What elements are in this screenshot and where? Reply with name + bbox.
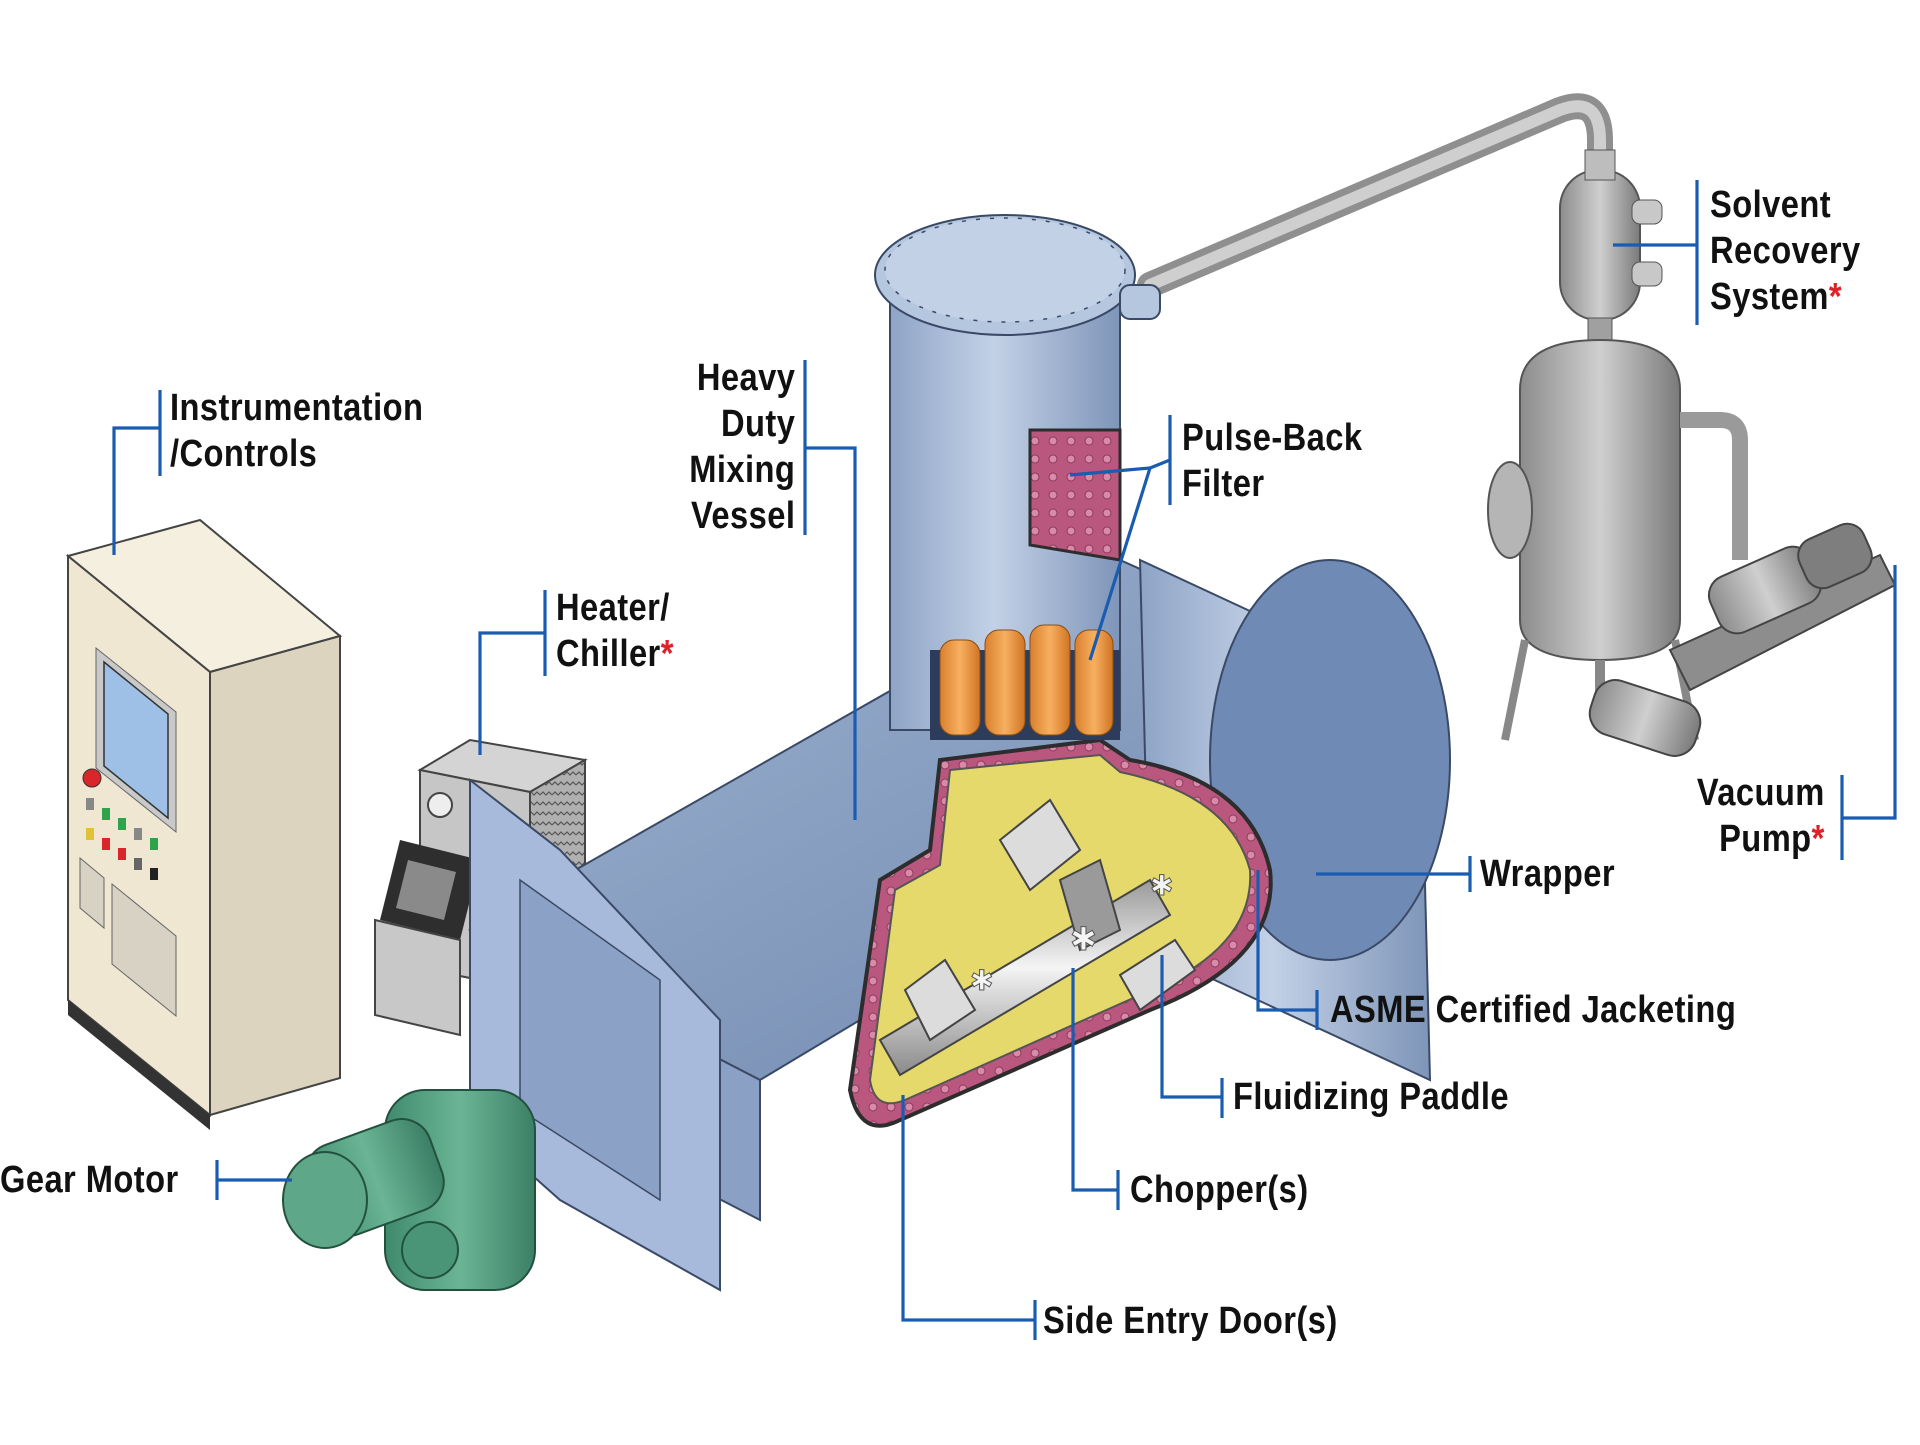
control-cabinet bbox=[65, 518, 343, 1130]
label-line: Pulse-Back bbox=[1182, 417, 1363, 459]
svg-text:✱: ✱ bbox=[970, 964, 993, 997]
asterisk-icon: * bbox=[660, 633, 674, 675]
filter-bags bbox=[939, 624, 1114, 736]
vacuum-pump-skid bbox=[1588, 522, 1897, 757]
label-line: Duty bbox=[720, 403, 795, 445]
leader-lines bbox=[112, 180, 1897, 1340]
label-pulse-back-filter: Pulse-Back Filter bbox=[1182, 415, 1363, 507]
svg-text:✱: ✱ bbox=[1070, 920, 1097, 958]
label-line: Chiller* bbox=[556, 631, 674, 677]
solvent-recovery-condenser bbox=[1559, 149, 1663, 347]
vapor-pipe bbox=[1137, 93, 1613, 298]
label-line: Fluidizing Paddle bbox=[1233, 1076, 1510, 1118]
label-gear-motor: Gear Motor bbox=[0, 1157, 179, 1203]
label-line: Gear Motor bbox=[0, 1159, 179, 1201]
control-buttons bbox=[86, 798, 158, 880]
label-line: Vessel bbox=[690, 495, 795, 537]
label-line: Heavy bbox=[696, 357, 795, 399]
filter-housing bbox=[874, 214, 1161, 740]
label-line: /Controls bbox=[170, 433, 318, 475]
label-line: System* bbox=[1710, 274, 1861, 320]
svg-text:✱: ✱ bbox=[1150, 869, 1173, 902]
label-asme-certified-jacketing: ASME Certified Jacketing bbox=[1330, 987, 1736, 1033]
label-instrumentation-controls: Instrumentation /Controls bbox=[170, 385, 423, 477]
label-line: Pump* bbox=[1697, 816, 1825, 862]
fluidizing-paddles bbox=[903, 798, 1197, 1042]
label-side-entry-doors: Side Entry Door(s) bbox=[1043, 1298, 1338, 1344]
label-line: Vacuum bbox=[1697, 772, 1825, 814]
asterisk-icon: * bbox=[1828, 276, 1843, 318]
label-line: Filter bbox=[1182, 463, 1265, 505]
label-text: Chiller bbox=[556, 633, 661, 675]
label-line: Mixing bbox=[688, 449, 795, 491]
label-line: Solvent bbox=[1710, 184, 1832, 226]
label-line: Chopper(s) bbox=[1130, 1169, 1309, 1211]
label-line: Recovery bbox=[1710, 230, 1861, 272]
chopper-blades: ✱ ✱ ✱ bbox=[970, 869, 1174, 998]
label-heavy-duty-mixing-vessel: Heavy Duty Mixing Vessel bbox=[689, 355, 795, 539]
label-line: Instrumentation bbox=[170, 387, 424, 429]
gear-motor bbox=[282, 1089, 536, 1291]
label-line: Wrapper bbox=[1480, 853, 1615, 895]
label-text: Pump bbox=[1719, 818, 1812, 860]
receiver-tank bbox=[1487, 338, 1748, 741]
label-choppers: Chopper(s) bbox=[1130, 1167, 1309, 1213]
label-line: Side Entry Door(s) bbox=[1043, 1300, 1338, 1342]
asterisk-icon: * bbox=[1811, 818, 1825, 860]
label-line: Heater/ bbox=[556, 587, 670, 629]
vessel-cutaway: ✱ ✱ ✱ bbox=[847, 737, 1273, 1128]
label-solvent-recovery-system: Solvent Recovery System* bbox=[1710, 182, 1861, 320]
mixing-vessel-body bbox=[467, 558, 1451, 1292]
label-heater-chiller: Heater/ Chiller* bbox=[556, 585, 674, 677]
label-vacuum-pump: Vacuum Pump* bbox=[1697, 770, 1825, 862]
label-wrapper: Wrapper bbox=[1480, 851, 1615, 897]
label-fluidizing-paddle: Fluidizing Paddle bbox=[1233, 1074, 1509, 1120]
label-text: System bbox=[1710, 276, 1829, 318]
label-line: ASME Certified Jacketing bbox=[1330, 989, 1737, 1031]
